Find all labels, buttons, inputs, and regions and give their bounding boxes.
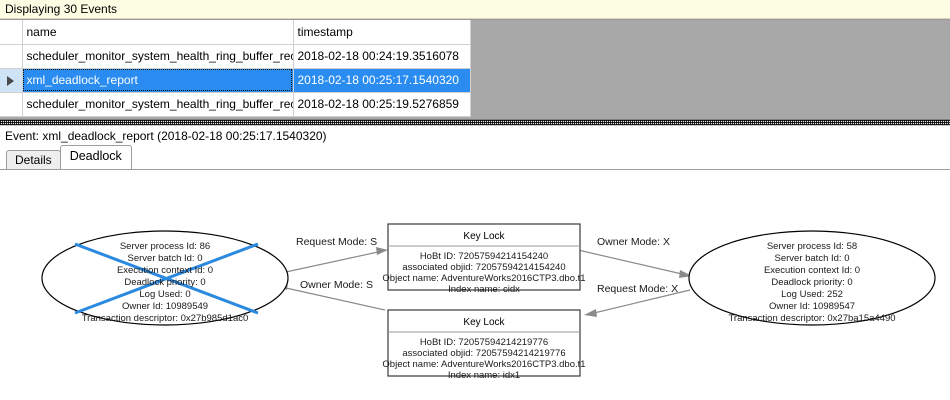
resource-line: HoBt ID: 72057594214154240 — [420, 251, 548, 262]
grid-header-name[interactable]: name — [22, 20, 294, 45]
tab-details[interactable]: Details — [6, 150, 61, 171]
resource-title: Key Lock — [463, 231, 505, 242]
table-row[interactable]: scheduler_monitor_system_health_ring_buf… — [0, 44, 471, 69]
edge-label: Owner Mode: X — [597, 236, 670, 248]
arrowhead-icon — [584, 309, 597, 317]
row-selector-arrow-icon — [7, 75, 15, 86]
resource-title: Key Lock — [463, 317, 505, 328]
grid-header-row: name timestamp — [0, 20, 471, 45]
deadlock-process-node-right[interactable]: Server process Id: 58 Server batch Id: 0… — [688, 230, 936, 326]
process-line: Deadlock priority: 0 — [771, 277, 852, 288]
events-grid-container[interactable]: name timestamp scheduler_monitor_system_… — [0, 19, 950, 120]
process-line: Owner Id: 10989547 — [769, 301, 855, 312]
edge-label: Owner Mode: S — [300, 279, 373, 291]
process-line: Transaction descriptor: 0x27b985d1ac0 — [82, 313, 249, 324]
process-line: Execution context Id: 0 — [764, 265, 860, 276]
cell-name[interactable]: xml_deadlock_report — [22, 68, 294, 93]
process-line: Server batch Id: 0 — [128, 253, 203, 264]
cell-timestamp[interactable]: 2018-02-18 00:24:19.3516078 — [293, 44, 471, 69]
deadlock-resource-node-bottom[interactable]: Key Lock HoBt ID: 72057594214219776 asso… — [382, 309, 586, 381]
cell-name[interactable]: scheduler_monitor_system_health_ring_buf… — [22, 44, 294, 69]
events-banner: Displaying 30 Events — [0, 0, 950, 19]
table-row[interactable]: scheduler_monitor_system_health_ring_buf… — [0, 92, 471, 117]
deadlock-graph-panel[interactable]: Request Mode: S Owner Mode: X Owner Mode… — [0, 169, 950, 398]
resource-line: associated objid: 72057594214154240 — [402, 262, 565, 273]
arrowhead-icon — [376, 247, 388, 255]
row-selector-cell[interactable] — [0, 68, 23, 93]
event-caption-label: Event: xml_deadlock_report (2018-02-18 0… — [5, 129, 327, 143]
deadlock-graph[interactable]: Request Mode: S Owner Mode: X Owner Mode… — [0, 170, 950, 398]
cell-name[interactable]: scheduler_monitor_system_health_ring_buf… — [22, 92, 294, 117]
cell-timestamp[interactable]: 2018-02-18 00:25:19.5276859 — [293, 92, 471, 117]
process-line: Log Used: 252 — [781, 289, 843, 300]
row-selector-cell[interactable] — [0, 44, 23, 69]
edge-left-request-top: Request Mode: S — [271, 236, 388, 276]
deadlock-resource-node-top[interactable]: Key Lock HoBt ID: 72057594214154240 asso… — [382, 223, 586, 295]
grid-header-selector[interactable] — [0, 20, 23, 45]
table-row-selected[interactable]: xml_deadlock_report 2018-02-18 00:25:17.… — [0, 68, 471, 93]
grid-header-timestamp[interactable]: timestamp — [293, 20, 471, 45]
process-line: Owner Id: 10989549 — [122, 301, 208, 312]
process-line: Server process Id: 58 — [767, 241, 857, 252]
process-line: Server process Id: 86 — [120, 241, 210, 252]
process-line: Log Used: 0 — [139, 289, 190, 300]
event-caption: Event: xml_deadlock_report (2018-02-18 0… — [0, 126, 950, 146]
resource-line: HoBt ID: 72057594214219776 — [420, 337, 548, 348]
resource-line: Index name: idx1 — [448, 370, 520, 381]
row-selector-cell[interactable] — [0, 92, 23, 117]
edge-bottom-owner-left: Owner Mode: S — [276, 279, 386, 311]
resource-line: Index name: cidx — [448, 284, 520, 295]
resource-line: Object name: AdventureWorks2016CTP3.dbo.… — [382, 359, 585, 370]
edge-label: Request Mode: X — [597, 283, 678, 295]
edge-label: Request Mode: S — [296, 236, 377, 248]
edge-top-owner-right: Owner Mode: X — [577, 236, 692, 278]
deadlock-process-node-left[interactable]: Server process Id: 86 Server batch Id: 0… — [41, 230, 289, 326]
process-line: Deadlock priority: 0 — [124, 277, 205, 288]
edge-right-request-bottom: Request Mode: X — [584, 283, 691, 317]
cell-timestamp[interactable]: 2018-02-18 00:25:17.1540320 — [293, 68, 471, 93]
events-banner-label: Displaying 30 Events — [5, 2, 118, 16]
process-line: Server batch Id: 0 — [775, 253, 850, 264]
process-line: Transaction descriptor: 0x27ba15a4490 — [728, 313, 895, 324]
resource-line: associated objid: 72057594214219776 — [402, 348, 565, 359]
resource-line: Object name: AdventureWorks2016CTP3.dbo.… — [382, 273, 585, 284]
deadlock-victim-cross-icon — [74, 242, 259, 315]
events-grid[interactable]: name timestamp scheduler_monitor_system_… — [0, 20, 471, 117]
tabstrip[interactable]: Details Deadlock — [0, 145, 950, 171]
process-line: Execution context Id: 0 — [117, 265, 213, 276]
tab-deadlock[interactable]: Deadlock — [59, 145, 132, 169]
pane-splitter-handle[interactable] — [0, 120, 950, 126]
